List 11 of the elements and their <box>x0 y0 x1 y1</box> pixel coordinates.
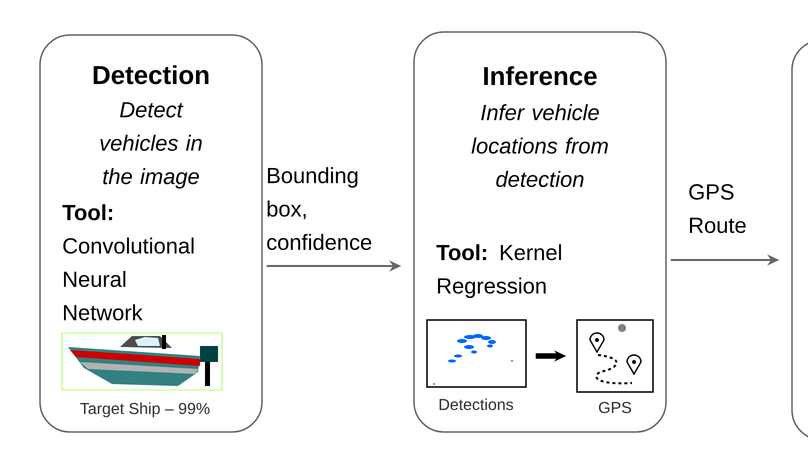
image-caption: Detections <box>440 398 514 410</box>
edge-label: Bounding box, confidence <box>267 167 372 250</box>
tool-text: Tool: Kernel Regression <box>436 244 561 298</box>
description: Infer vehicle locations from detection <box>472 104 608 188</box>
tool-text: Tool: Convolutional Neural Network <box>62 204 194 320</box>
image-caption: GPS <box>598 402 632 414</box>
heading: Detection <box>94 65 208 84</box>
description: Detect vehicles in the image <box>100 102 202 189</box>
image-caption: Target Ship – 99% <box>80 402 210 418</box>
edge-label: GPS Route <box>689 184 746 234</box>
heading: Inference <box>484 66 597 86</box>
